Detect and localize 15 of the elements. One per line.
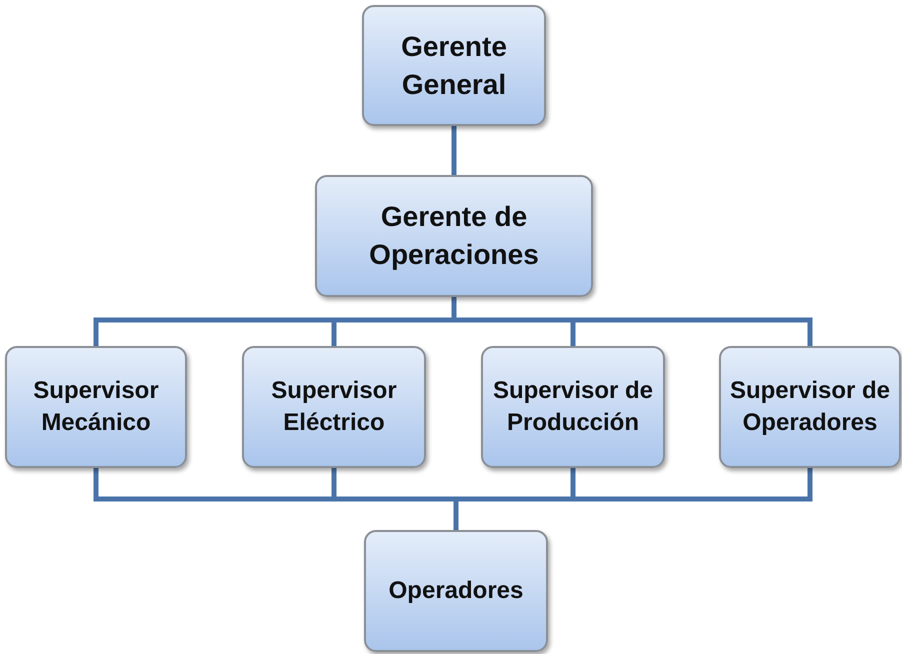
role-title: Supervisor Mecánico xyxy=(32,376,160,438)
role-title: Supervisor Eléctrico xyxy=(270,376,398,438)
org-box xyxy=(362,5,546,126)
org-box xyxy=(242,346,426,468)
role-title: Gerente General xyxy=(400,30,508,102)
connector-line xyxy=(452,126,456,175)
org-box xyxy=(5,346,187,468)
org-box xyxy=(315,175,593,297)
org-box xyxy=(364,530,548,652)
org-box xyxy=(481,346,665,468)
org-box xyxy=(719,346,901,468)
role-title: Supervisor de Operadores xyxy=(728,376,892,438)
role-title: Operadores xyxy=(388,576,524,606)
role-title: Supervisor de Producción xyxy=(492,376,654,438)
role-title: Gerente de Operaciones xyxy=(368,200,540,272)
